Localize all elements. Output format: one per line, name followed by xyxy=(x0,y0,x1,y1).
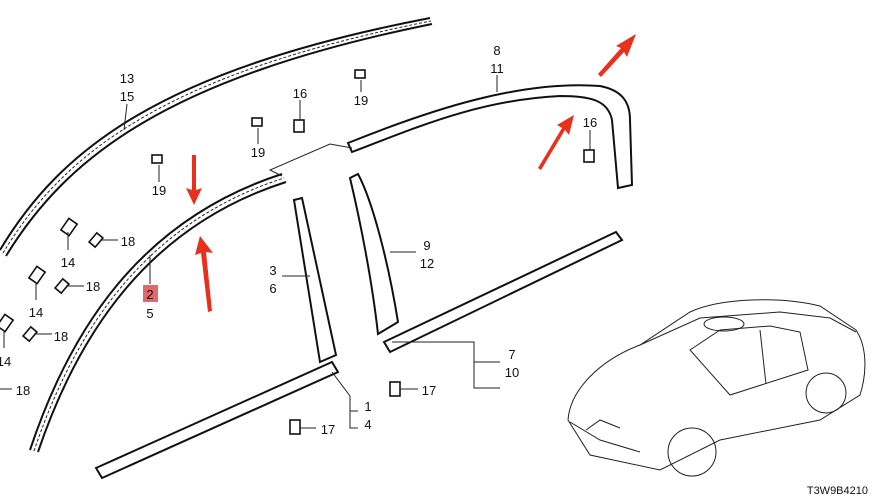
clip-icons xyxy=(0,69,595,435)
callout-12[interactable]: 12 xyxy=(420,256,434,271)
red-arrow-indicators xyxy=(186,34,636,312)
door-sash-molding xyxy=(346,84,634,190)
clip-19-icon xyxy=(354,69,366,79)
car-illustration-icon xyxy=(567,299,866,477)
clip-17-icon xyxy=(389,381,401,397)
leader-lines xyxy=(0,75,591,429)
clip-16-icon xyxy=(583,149,595,163)
callout-18[interactable]: 18 xyxy=(86,279,100,294)
callout-14[interactable]: 14 xyxy=(29,305,43,320)
arrow-up-right-icon xyxy=(598,34,636,77)
clip-18-icon xyxy=(87,231,105,249)
callout-labels: 13 15 16 19 19 19 8 11 16 14 18 14 18 14… xyxy=(0,43,597,437)
callout-11[interactable]: 11 xyxy=(490,61,504,76)
callout-17[interactable]: 17 xyxy=(321,422,335,437)
callout-19[interactable]: 19 xyxy=(251,145,265,160)
diagram-code: T3W9B4210 xyxy=(807,485,868,497)
clip-19-icon xyxy=(151,154,163,164)
clip-16-icon xyxy=(293,119,305,133)
front-pillar-molding xyxy=(29,173,287,453)
clip-19-icon xyxy=(251,117,263,127)
callout-19[interactable]: 19 xyxy=(354,93,368,108)
callout-18[interactable]: 18 xyxy=(16,383,30,398)
callout-2-highlighted[interactable]: 2 xyxy=(146,287,153,302)
callout-7[interactable]: 7 xyxy=(508,347,515,362)
arrow-up-right-icon xyxy=(538,115,574,170)
roof-molding xyxy=(0,17,433,257)
callout-13[interactable]: 13 xyxy=(120,71,134,86)
callout-6[interactable]: 6 xyxy=(269,281,276,296)
callout-16[interactable]: 16 xyxy=(293,86,307,101)
b-pillar-garnish xyxy=(292,196,338,364)
clip-14-icon xyxy=(0,313,15,333)
clip-14-icon xyxy=(27,265,47,285)
callout-15[interactable]: 15 xyxy=(120,89,134,104)
clip-17-icon xyxy=(289,419,301,435)
callout-18[interactable]: 18 xyxy=(54,329,68,344)
callout-14[interactable]: 14 xyxy=(0,354,11,369)
front-belt-molding xyxy=(94,360,340,480)
callout-5[interactable]: 5 xyxy=(146,306,153,321)
clip-18-icon xyxy=(21,325,39,343)
callout-10[interactable]: 10 xyxy=(505,365,519,380)
callout-18[interactable]: 18 xyxy=(121,234,135,249)
callout-14[interactable]: 14 xyxy=(61,255,75,270)
arrow-down-icon xyxy=(186,155,202,205)
c-pillar-garnish xyxy=(348,172,400,336)
clip-14-icon xyxy=(59,217,79,237)
callout-4[interactable]: 4 xyxy=(364,417,371,432)
callout-highlight xyxy=(143,285,158,302)
callout-1[interactable]: 1 xyxy=(364,399,371,414)
clip-18-icon xyxy=(53,277,71,295)
rear-belt-molding xyxy=(382,230,624,354)
callout-3[interactable]: 3 xyxy=(269,263,276,278)
callout-19[interactable]: 19 xyxy=(152,183,166,198)
callout-16[interactable]: 16 xyxy=(583,115,597,130)
callout-9[interactable]: 9 xyxy=(423,238,430,253)
callout-17[interactable]: 17 xyxy=(422,383,436,398)
callout-8[interactable]: 8 xyxy=(493,43,500,58)
arrow-up-icon xyxy=(195,236,213,312)
